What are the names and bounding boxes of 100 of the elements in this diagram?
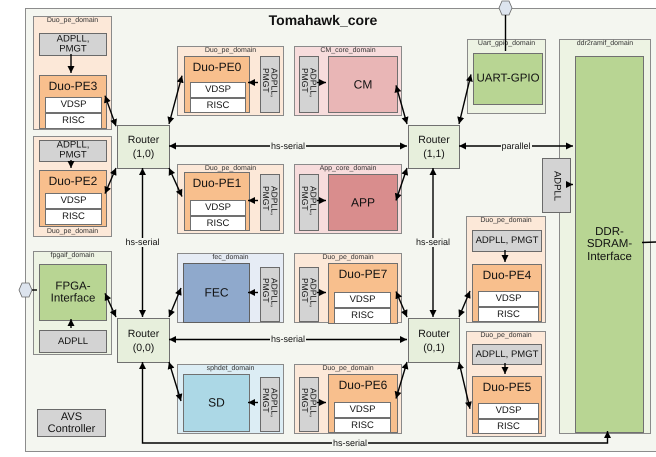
clock-box: [299, 377, 319, 432]
unit-box: [478, 403, 539, 419]
processor-box: [472, 264, 542, 322]
router-label: Router (0,1): [417, 326, 451, 355]
arrow: [139, 168, 146, 317]
processor-label: Duo-PE5: [482, 381, 532, 394]
unit-box: [45, 113, 102, 129]
block-box: [473, 53, 543, 105]
arrow: [248, 197, 258, 204]
router-box: [408, 125, 460, 169]
unit-box: [334, 308, 391, 324]
unit-label: VDSP: [348, 404, 376, 416]
clock-label: ADPLL, PMGT: [262, 278, 278, 309]
processor-label: Duo-PE0: [192, 61, 242, 74]
router-box: [117, 125, 170, 169]
unit-box: [478, 291, 539, 307]
clock-label: ADPLL, PMGT: [56, 140, 90, 162]
block-box: [328, 174, 398, 231]
processor-label: Duo-PE1: [192, 177, 242, 190]
clock-label: ADPLL, PMGT: [475, 349, 539, 360]
block-label: APP: [350, 196, 376, 210]
arrow: [458, 290, 471, 318]
clock-label: ADPLL, PMGT: [300, 68, 318, 99]
clock-label: ADPLL, PMGT: [300, 388, 318, 419]
clock-box: [39, 33, 107, 56]
arrow: [68, 160, 74, 168]
processor-box: [328, 263, 398, 324]
clock-label: ADPLL, PMGT: [262, 388, 278, 419]
arrow: [248, 79, 258, 86]
block-box: [328, 56, 398, 113]
arrow: [317, 197, 326, 204]
unit-box: [45, 193, 102, 209]
clock-label: ADPLL: [552, 170, 562, 201]
domain-box: [466, 216, 546, 323]
arrow: [317, 399, 326, 406]
processor-box: [39, 170, 107, 227]
domain-box: [467, 39, 546, 114]
unit-label: VDSP: [348, 294, 376, 306]
unit-box: [478, 419, 539, 434]
domain-box: [33, 16, 112, 130]
processor-label: Duo-PE2: [48, 175, 98, 188]
arrow: [139, 362, 611, 444]
block-label: SD: [207, 396, 226, 410]
clock-label: ADPLL, PMGT: [56, 34, 90, 55]
unit-box: [478, 307, 539, 322]
block-label: FEC: [204, 286, 230, 300]
arrow: [566, 181, 573, 188]
unit-label: RISC: [206, 218, 230, 229]
block-label: DDR-SDRAM-Interface: [586, 226, 634, 264]
arrow: [317, 79, 326, 86]
block-box: [183, 263, 250, 323]
clock-box: [472, 344, 542, 365]
edge-label: hs-serial: [270, 335, 306, 344]
arrow: [104, 95, 117, 126]
processor-box: [472, 376, 542, 434]
controller-box: [37, 409, 106, 437]
core-boundary: [25, 8, 656, 452]
arrow: [168, 288, 182, 318]
domain-box: [559, 39, 651, 434]
processor-label: Duo-PE6: [338, 379, 388, 392]
clock-box: [472, 230, 542, 252]
domain-box: [294, 253, 402, 323]
unit-box: [190, 200, 246, 216]
unit-label: VDSP: [204, 84, 232, 96]
router-label: Router (1,1): [417, 132, 451, 162]
connector-line: [504, 15, 506, 51]
clock-label: ADPLL, PMGT: [300, 186, 318, 217]
block-box: [39, 264, 107, 321]
processor-box: [184, 56, 250, 113]
block-box: [575, 56, 644, 433]
clock-label: ADPLL: [56, 336, 90, 347]
clock-box: [260, 56, 280, 113]
connector-line: [32, 289, 37, 291]
edge-label: hs-serial: [415, 238, 452, 247]
clock-box: [260, 174, 280, 231]
unit-label: VDSP: [494, 406, 522, 416]
domain-box: [294, 364, 402, 434]
unit-box: [190, 82, 246, 98]
unit-label: VDSP: [60, 100, 88, 110]
clock-box: [260, 377, 280, 432]
processor-label: Duo-PE7: [338, 268, 388, 282]
arrow: [248, 289, 258, 296]
unit-label: RISC: [496, 421, 521, 432]
block-label: FPGA-Interface: [50, 280, 96, 306]
processor-box: [39, 75, 107, 129]
clock-label: ADPLL, PMGT: [300, 278, 318, 309]
unit-label: RISC: [61, 116, 86, 126]
unit-box: [190, 216, 246, 231]
arrow: [394, 85, 408, 124]
unit-label: RISC: [61, 212, 86, 222]
unit-label: VDSP: [60, 196, 88, 206]
arrow: [394, 362, 408, 399]
unit-box: [190, 98, 246, 113]
arrow: [395, 291, 408, 318]
domain-box: [177, 164, 284, 234]
unit-box: [45, 209, 102, 225]
domain-box: [33, 251, 112, 355]
processor-box: [184, 172, 250, 231]
domain-box: [294, 164, 402, 234]
unit-label: VDSP: [204, 202, 232, 214]
